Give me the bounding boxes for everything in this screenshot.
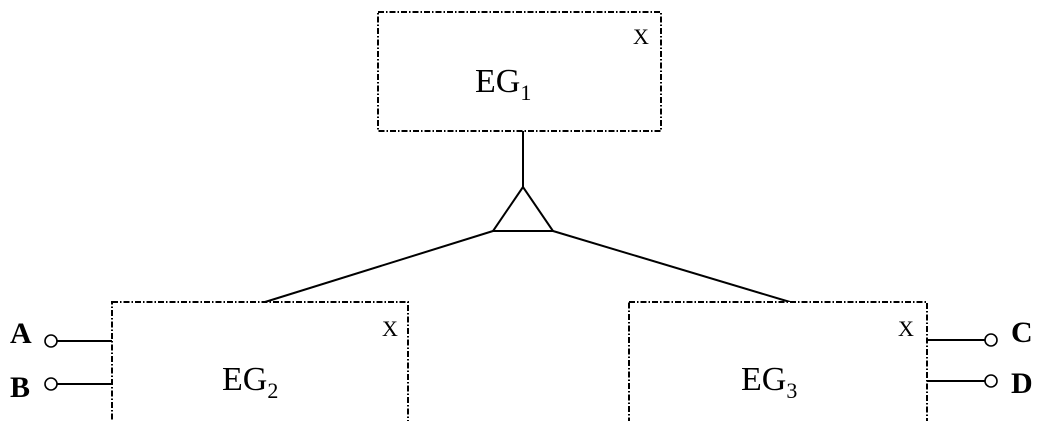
node-eg3-label-subscript: 3: [786, 378, 797, 403]
port-d-label: D: [1011, 367, 1033, 400]
node-eg1-box: [377, 11, 662, 132]
node-eg3-label: EG3: [741, 361, 797, 403]
node-eg1-label-subscript: 1: [520, 80, 531, 105]
port-c[interactable]: C: [927, 316, 1033, 349]
node-eg2-label: EG2: [222, 361, 278, 403]
port-a[interactable]: A: [10, 317, 112, 350]
connector-junction-eg2: [264, 230, 494, 303]
node-eg1-label: EG1: [475, 63, 531, 105]
node-eg3-corner-mark: X: [898, 316, 914, 341]
connector-junction-eg3: [552, 230, 791, 303]
node-eg3-box: [628, 301, 928, 421]
port-d[interactable]: D: [927, 367, 1033, 400]
port-a-terminal-icon: [44, 334, 58, 348]
port-b-terminal-icon: [44, 377, 58, 391]
port-c-label: C: [1011, 316, 1033, 349]
node-eg2-corner-mark: X: [382, 316, 398, 341]
port-c-terminal-icon: [984, 333, 998, 347]
node-eg2[interactable]: X EG2: [111, 301, 409, 421]
node-eg3-label-base: EG: [741, 361, 786, 398]
junction-triangle-icon: [491, 185, 555, 232]
node-eg1[interactable]: X EG1: [377, 11, 662, 132]
node-eg2-box: [111, 301, 409, 421]
port-a-label: A: [10, 317, 32, 350]
node-eg2-label-subscript: 2: [267, 378, 278, 403]
port-b[interactable]: B: [10, 371, 112, 404]
node-eg1-label-base: EG: [475, 63, 520, 100]
node-eg1-corner-mark: X: [633, 24, 649, 49]
port-d-terminal-icon: [984, 374, 998, 388]
port-b-label: B: [10, 371, 30, 404]
node-eg2-label-base: EG: [222, 361, 267, 398]
node-eg3[interactable]: X EG3: [628, 301, 928, 421]
